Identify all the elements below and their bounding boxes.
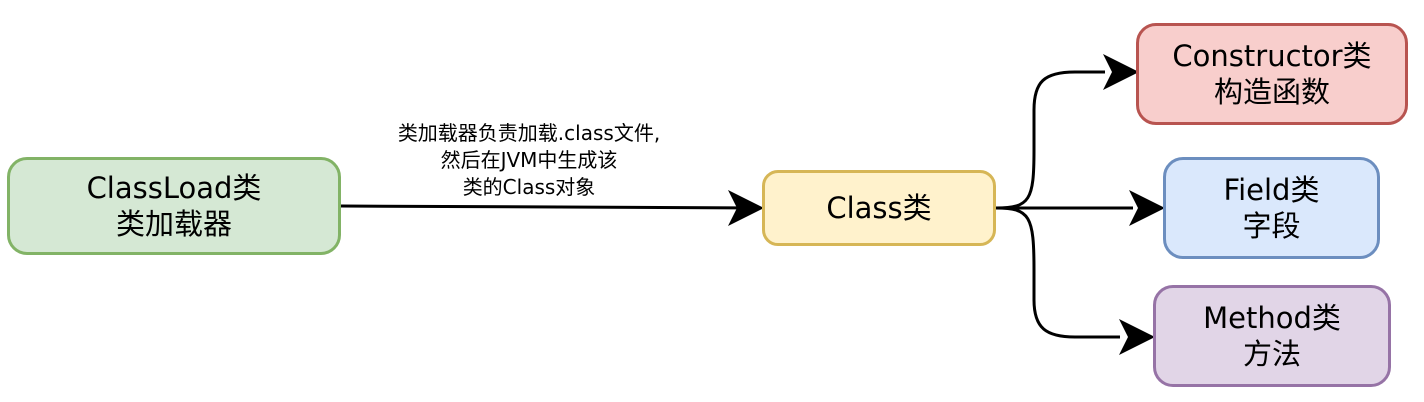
node-method[interactable]: Method类 方法: [1153, 285, 1391, 387]
node-field[interactable]: Field类 字段: [1163, 157, 1380, 259]
arrowhead-field: [1129, 190, 1165, 226]
edge-label-line-2: 然后在JVM中生成该: [440, 148, 618, 172]
arrowhead-class: [728, 190, 764, 226]
node-constructor-title: Constructor类: [1172, 39, 1372, 73]
node-constructor[interactable]: Constructor类 构造函数: [1136, 23, 1408, 125]
arrowhead-constructor: [1103, 54, 1139, 90]
node-constructor-subtitle: 构造函数: [1213, 75, 1330, 109]
node-class[interactable]: Class类: [762, 170, 996, 246]
node-method-title: Method类: [1203, 301, 1341, 335]
edge-label-classloader-to-class: 类加载器负责加载.class文件, 然后在JVM中生成该 类的Class对象: [357, 120, 701, 201]
node-classloader[interactable]: ClassLoad类 类加载器: [7, 157, 341, 255]
node-classloader-title: ClassLoad类: [86, 171, 262, 205]
node-field-title: Field类: [1223, 173, 1320, 207]
edge-class-to-constructor: [995, 70, 1105, 210]
node-method-subtitle: 方法: [1242, 337, 1301, 371]
edge-label-line-1: 类加载器负责加载.class文件,: [397, 121, 661, 145]
edge-class-to-method: [995, 206, 1120, 339]
node-class-title: Class类: [826, 191, 932, 225]
edge-label-line-3: 类的Class对象: [462, 175, 596, 199]
arrowhead-method: [1119, 319, 1155, 355]
edge-classloader-to-class: [340, 204, 761, 210]
node-classloader-subtitle: 类加载器: [115, 207, 232, 241]
node-field-subtitle: 字段: [1242, 209, 1301, 243]
